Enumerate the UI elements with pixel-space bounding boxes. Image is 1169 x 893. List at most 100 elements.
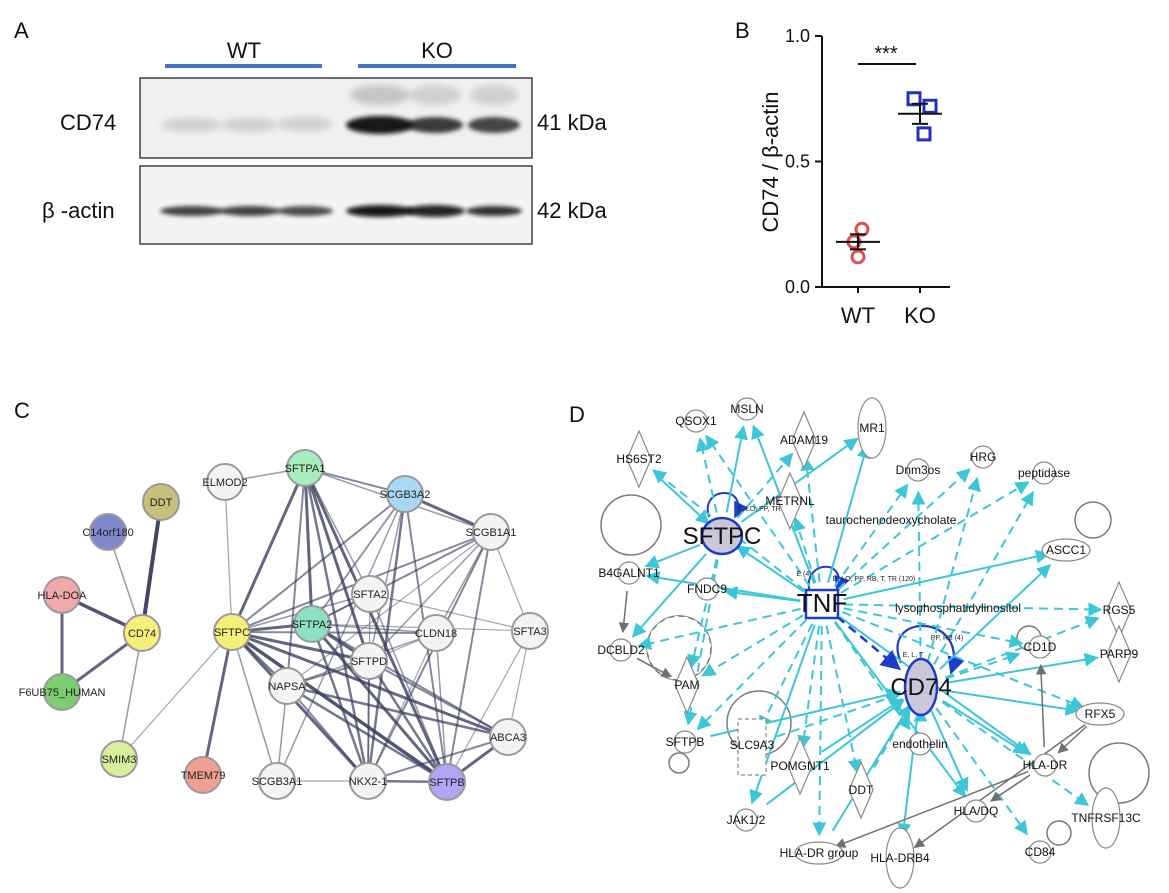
ipa-node-endothelin: endothelin [892,732,948,756]
string-node-nkx2-1: NKX2-1 [349,762,387,800]
ipa-edge [1057,725,1088,754]
ipa-node-label: HLA-DRB4 [870,851,930,865]
ipa-edge [800,456,821,583]
ipa-node-sftpb: SFTPB [666,730,704,754]
ipa-node-shape [734,808,758,832]
ipa-edge [687,559,718,669]
ipa-node-hrg: HRG [970,445,996,469]
ipa-edge [843,549,1050,601]
string-node-label: SFTPC [214,627,250,639]
self-loop [1046,820,1072,846]
string-node-label: TMEM79 [181,770,226,782]
string-node-sfta3: SFTA3 [511,612,549,650]
string-edge [311,493,406,625]
cd74-size-label: 41 kDa [537,110,607,135]
ipa-node-adam19: ADAM19 [780,410,828,470]
sftpc-self-loop [706,492,749,519]
ipa-edge [696,618,808,731]
string-edge [286,467,306,687]
string-node-circle [286,449,324,487]
string-edge [367,660,370,782]
string-node-f6ub75_human: F6UB75_HUMAN [19,673,105,711]
string-edge [367,632,437,782]
actin-row-label: β -actin [42,198,115,223]
chart-y-tick-label: 0.5 [785,152,810,172]
string-node-ddt: DDT [142,483,180,521]
string-edge [303,467,314,625]
ipa-edge [843,607,1024,648]
ipa-node-label: HS6ST2 [616,452,662,466]
ipa-edge [797,625,821,750]
ipa-edge-label: E, L, T [903,652,924,659]
ipa-edge-label: E (4) [796,571,811,578]
ipa-node-shape [1032,461,1056,485]
ipa-edge-label: PP, RB (4) [931,635,964,642]
ipa-edge-label: E, LO, PP, RB, T, TR (120) [833,576,915,583]
actin-size-label: 42 kDa [537,198,607,223]
ipa-node-shape [1033,753,1057,777]
panel-d-ipa-network: QSOX1MSLNADAM19MR1HS6ST2Dnm3osHRGpeptida… [597,397,1150,889]
string-edge [230,630,370,783]
ipa-edge [655,474,710,525]
ipa-node-shape [674,655,700,715]
ipa-edge [944,616,1100,679]
string-edge [369,593,531,632]
string-node-circle [89,513,127,551]
actin-bands [160,205,522,217]
ipa-node-label: ASCC1 [1046,543,1086,557]
ipa-node-tnfrsf13c: TNFRSF13C [1071,787,1141,849]
ipa-edge [897,712,919,838]
ipa-node-shape [971,445,995,469]
string-node-abca3: ABCA3 [489,718,527,756]
ipa-edge [946,689,1080,716]
ipa-node-label: CD84 [1025,845,1056,859]
string-edge [367,593,371,782]
ipa-edge [945,651,1021,680]
string-node-sftpb: SFTPB [428,763,466,801]
ipa-node-hs6st2: HS6ST2 [616,429,662,489]
ipa-node-label: Dnm3os [896,463,941,477]
cd74-blot-frame [139,77,533,159]
ipa-node-label: peptidase [1018,466,1070,480]
ipa-node-pam: PAM [674,655,700,715]
ipa-node-hla-dr: HLA-DR [1023,753,1068,777]
ipa-node-shape [700,516,744,556]
string-edge [286,531,492,687]
ipa-edge [939,564,1052,670]
ipa-node-label: taurochenodeoxycholate [826,513,957,527]
string-node-circle [184,756,222,794]
ipa-edge [942,699,1028,755]
self-loop [1074,501,1112,539]
ipa-node-lysophosphatidylinositol: lysophosphatidylinositol [895,601,1021,615]
ipa-edge [873,704,911,769]
string-node-elmod2: ELMOD2 [202,463,248,501]
ipa-edge [821,698,904,753]
ipa-node-shape [848,760,874,820]
string-edge [231,630,370,663]
ipa-edge [735,545,805,593]
string-node-circle [350,642,388,680]
ipa-node-mr1: MR1 [857,397,887,459]
ipa-node-label: CD1D [1024,640,1057,654]
string-node-tmem79: TMEM79 [181,756,226,794]
ipa-edge [913,723,1086,849]
ipa-node-msln: MSLN [730,397,764,421]
wt-group-label: WT [227,38,261,63]
chart-ylabel: CD74 / β-actin [758,91,783,232]
ipa-edge [933,490,1034,665]
ipa-node-shape [737,718,767,776]
string-edge [446,531,492,783]
ipa-node-b4galnt1: B4GALNT1 [598,561,660,585]
string-node-label: SFTPA1 [285,463,326,475]
string-node-circle [428,763,466,801]
string-node-scgb3a2: SCGB3A2 [380,475,430,513]
string-node-circle [351,575,389,613]
ipa-node-label: HLA-DR group [780,846,859,860]
ipa-node-taurochenodeoxycholate: taurochenodeoxycholate [826,513,957,527]
string-edge [311,623,437,634]
ipa-edge [812,625,827,837]
ipa-node-label: endothelin [892,737,947,751]
ipa-edge [759,623,814,731]
string-edge [276,493,406,782]
ipa-node-label: PAM [674,678,699,692]
